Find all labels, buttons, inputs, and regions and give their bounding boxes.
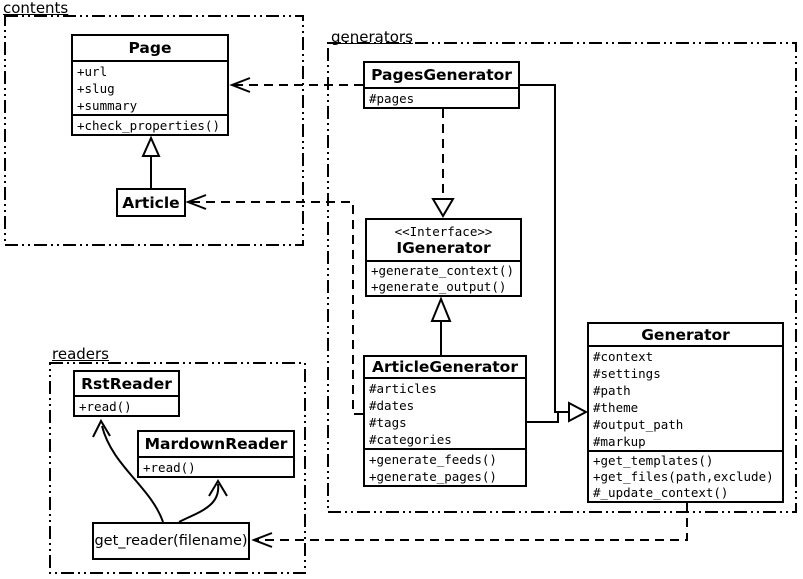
arrow-getreader-to-rstreader (93, 421, 163, 522)
method: +read() (79, 399, 132, 414)
class-pagesgenerator: PagesGenerator #pages (363, 61, 520, 109)
attribute: #markup (593, 434, 646, 449)
class-rstreader-methods: +read() (75, 395, 178, 415)
attribute: #settings (593, 366, 661, 381)
dependency-arrow-articlegenerator-to-article (188, 195, 363, 414)
package-border-generators (328, 43, 796, 512)
class-articlegenerator-attributes: #articles #dates #tags #categories (365, 377, 525, 448)
class-pagesgenerator-title: PagesGenerator (371, 66, 512, 84)
attribute: #pages (369, 91, 415, 106)
class-igenerator-methods: +generate_context() +generate_output() (367, 260, 520, 295)
attribute: +summary (77, 98, 138, 113)
dependency-arrow-pagesgenerator-to-page (232, 78, 363, 92)
class-articlegenerator-title: ArticleGenerator (372, 358, 518, 376)
attribute: #categories (369, 432, 452, 447)
class-generator-methods: +get_templates() +get_files(path,exclude… (589, 450, 782, 501)
class-page: Page +url +slug +summary +check_properti… (71, 34, 229, 136)
attribute: #articles (369, 381, 437, 396)
attribute: #tags (369, 415, 407, 430)
method: #_update_context() (593, 485, 729, 500)
method: +generate_context() (371, 263, 514, 278)
class-articlegenerator: ArticleGenerator #articles #dates #tags … (363, 355, 527, 487)
method: +read() (143, 460, 196, 475)
class-page-methods: +check_properties() (73, 114, 227, 134)
class-generator-title: Generator (641, 325, 730, 344)
class-mardownreader: MardownReader +read() (137, 430, 295, 478)
realization-arrow-pagesgenerator-to-igenerator (433, 109, 453, 216)
inheritance-arrow-articlegenerator-to-igenerator (432, 299, 450, 355)
package-border-readers (50, 363, 305, 573)
class-generator-attributes: #context #settings #path #theme #output_… (589, 345, 782, 450)
function-get-reader-label: get_reader(filename) (94, 533, 248, 549)
attribute: +slug (77, 81, 115, 96)
class-page-title: Page (128, 39, 172, 57)
method: +generate_feeds() (369, 452, 497, 467)
method: +generate_output() (371, 279, 507, 294)
method: +get_templates() (593, 453, 714, 468)
class-articlegenerator-methods: +generate_feeds() +generate_pages() (365, 448, 525, 485)
inheritance-arrow-generators-to-generator (520, 85, 586, 422)
method: +check_properties() (77, 118, 220, 133)
attribute: #path (593, 383, 631, 398)
attribute: #theme (593, 400, 639, 415)
function-get-reader: get_reader(filename) (92, 522, 250, 560)
dependency-arrow-generator-to-getreader (254, 503, 687, 547)
class-article: Article (116, 188, 186, 217)
package-label-readers: readers (52, 345, 109, 363)
attribute: #dates (369, 398, 415, 413)
class-generator: Generator #context #settings #path #them… (587, 322, 784, 503)
package-border-contents (5, 16, 303, 245)
stereotype-label: <<Interface>> (394, 223, 493, 239)
class-rstreader-title: RstReader (81, 374, 172, 393)
class-mardownreader-methods: +read() (139, 456, 293, 476)
method: +get_files(path,exclude) (593, 469, 774, 484)
class-mardownreader-title: MardownReader (144, 435, 288, 453)
class-article-title: Article (122, 193, 180, 212)
inheritance-arrow-article-to-page (143, 138, 159, 188)
attribute: +url (77, 64, 108, 79)
class-pagesgenerator-attributes: #pages (365, 87, 518, 107)
class-igenerator-name: IGenerator (396, 238, 491, 257)
package-label-contents: contents (3, 0, 69, 17)
method: +generate_pages() (369, 469, 497, 484)
package-label-generators: generators (331, 28, 413, 46)
attribute: #output_path (593, 417, 684, 432)
attribute: #context (593, 349, 654, 364)
class-page-attributes: +url +slug +summary (73, 60, 227, 114)
class-igenerator: <<Interface>> IGenerator +generate_conte… (365, 218, 522, 297)
class-igenerator-title: <<Interface>> IGenerator (367, 220, 520, 260)
class-rstreader: RstReader +read() (73, 370, 180, 417)
arrow-getreader-to-mardownreader (179, 481, 227, 522)
